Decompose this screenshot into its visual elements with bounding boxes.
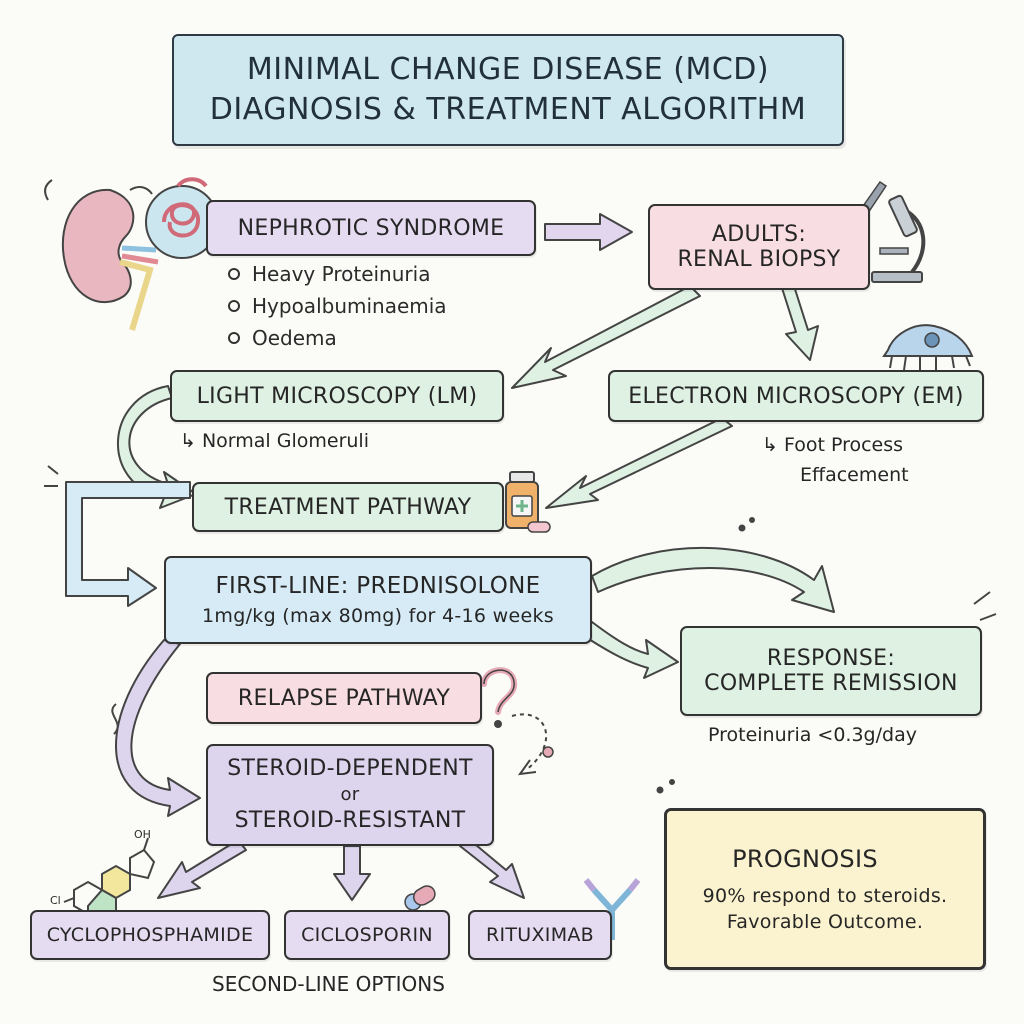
arrow-firstline-to-response-lower (583, 621, 679, 679)
title-line-2: DIAGNOSIS & TREATMENT ALGORITHM (209, 92, 807, 127)
treatment-pathway-box: TREATMENT PATHWAY (192, 482, 504, 532)
arrow-steroid-to-ciclosporin (333, 845, 371, 901)
second-line-caption: SECOND-LINE OPTIONS (212, 972, 445, 996)
arrow-steroid-to-cyclophosphamide (157, 839, 247, 899)
electron-microscopy-box: ELECTRON MICROSCOPY (EM) (608, 370, 984, 422)
arrow-icon: ↳ (762, 434, 784, 456)
prognosis-line-2: Favorable Outcome. (726, 911, 924, 933)
option-rituximab: RITUXIMAB (468, 910, 612, 960)
question-mark-icon (481, 667, 518, 728)
arrow-steroid-to-rituximab (459, 839, 525, 899)
title-line-1: MINIMAL CHANGE DISEASE (MCD) (246, 52, 770, 87)
capsule-icon (404, 885, 436, 911)
kidney-icon (44, 179, 159, 331)
steroid-line-1: STEROID-DEPENDENT (227, 756, 473, 781)
option-cyclophosphamide: CYCLOPHOSPHAMIDE (30, 910, 270, 960)
light-microscopy-label: LIGHT MICROSCOPY (LM) (196, 383, 478, 409)
first-line-box: FIRST-LINE: PREDNISOLONE 1mg/kg (max 80m… (164, 556, 592, 644)
response-box: RESPONSE: COMPLETE REMISSION (680, 626, 982, 716)
nephrotic-syndrome-box: NEPHROTIC SYNDROME (206, 200, 536, 256)
first-line-title: FIRST-LINE: PREDNISOLONE (215, 573, 541, 599)
steroid-line-3: STEROID-RESISTANT (234, 808, 466, 833)
steroid-line-2: or (340, 784, 360, 805)
relapse-curved-pointer (511, 713, 554, 776)
arrow-biopsy-to-em (781, 285, 819, 361)
prognosis-box: PROGNOSIS 90% respond to steroids. Favor… (664, 808, 986, 970)
option-ciclosporin: CICLOSPORIN (284, 910, 450, 960)
light-microscopy-box: LIGHT MICROSCOPY (LM) (170, 370, 504, 422)
bullet-item: Hypoalbuminaemia (228, 290, 447, 322)
biopsy-line-2: RENAL BIOPSY (677, 247, 841, 272)
arrow-firstline-to-response-upper (591, 547, 835, 613)
biopsy-line-1: ADULTS: (711, 222, 807, 247)
molecule-label-oh: OH (134, 828, 151, 841)
light-microscopy-finding: ↳ Normal Glomeruli (180, 430, 369, 452)
arrow-icon: ↳ (180, 430, 202, 452)
molecule-label-cl: Cl (50, 894, 61, 907)
prognosis-line-1: 90% respond to steroids. (702, 885, 948, 907)
nephrotic-bullets: Heavy Proteinuria Hypoalbuminaemia Oedem… (228, 258, 447, 354)
renal-biopsy-box: ADULTS: RENAL BIOPSY (648, 204, 870, 290)
first-line-dose: 1mg/kg (max 80mg) for 4-16 weeks (202, 605, 554, 627)
prognosis-title: PROGNOSIS (732, 845, 878, 873)
arrow-em-to-treatment (545, 417, 733, 509)
nephrotic-syndrome-label: NEPHROTIC SYNDROME (237, 215, 505, 241)
relapse-pathway-box: RELAPSE PATHWAY (206, 672, 482, 724)
microscope-icon (871, 194, 926, 283)
treatment-pathway-label: TREATMENT PATHWAY (224, 494, 472, 520)
arrow-nephrotic-to-biopsy (544, 213, 633, 251)
podocyte-icon (882, 324, 974, 371)
bullet-item: Heavy Proteinuria (228, 258, 447, 290)
response-line-1: RESPONSE: (766, 646, 896, 671)
response-note: Proteinuria <0.3g/day (708, 724, 917, 746)
bullet-item: Oedema (228, 322, 447, 354)
electron-microscopy-finding: ↳ Foot Process Effacement (762, 434, 909, 486)
steroid-box: STEROID-DEPENDENT or STEROID-RESISTANT (206, 744, 494, 846)
electron-microscopy-label: ELECTRON MICROSCOPY (EM) (628, 383, 964, 409)
relapse-pathway-label: RELAPSE PATHWAY (237, 685, 451, 711)
title-banner: MINIMAL CHANGE DISEASE (MCD) DIAGNOSIS &… (172, 34, 844, 146)
pill-bottle-icon (505, 471, 551, 533)
response-line-2: COMPLETE REMISSION (704, 671, 958, 696)
arrow-firstline-to-steroid (115, 639, 201, 817)
